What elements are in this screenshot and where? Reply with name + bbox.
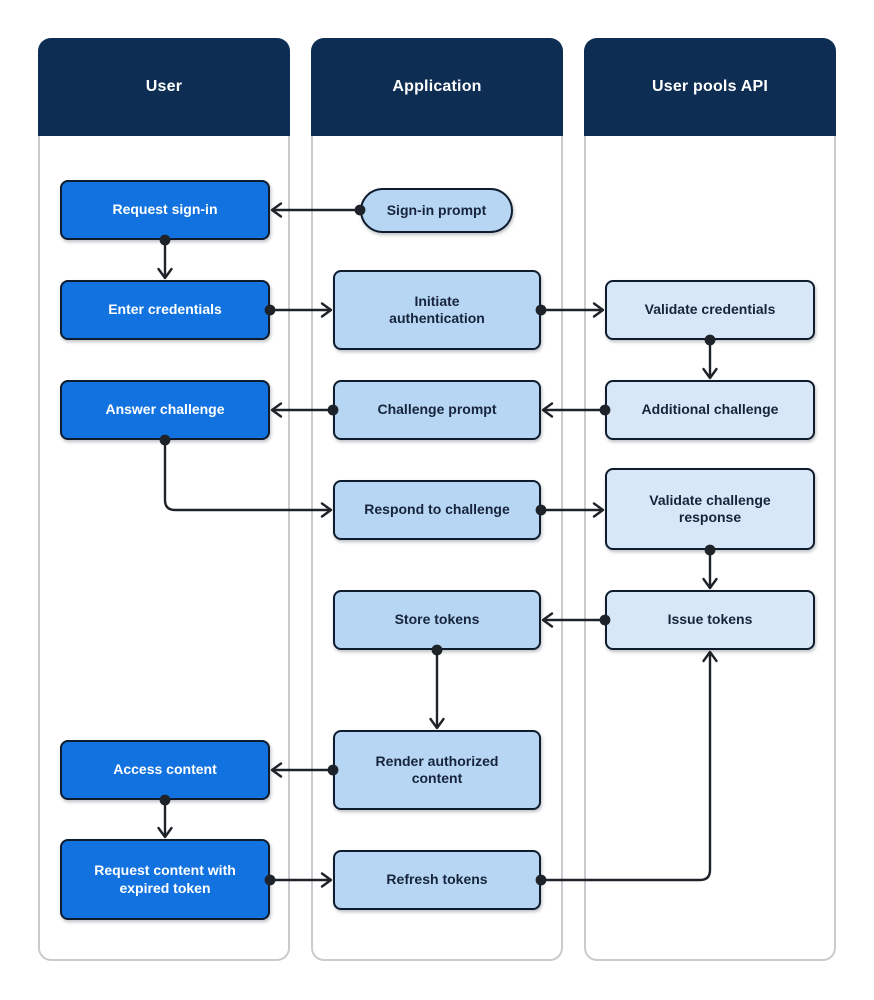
node-label: Challenge prompt: [377, 401, 497, 418]
node-validate-credentials: Validate credentials: [605, 280, 815, 340]
node-label: Store tokens: [394, 611, 480, 628]
node-label: Respond to challenge: [364, 501, 510, 518]
node-refresh-tokens: Refresh tokens: [333, 850, 541, 910]
lane-header-user: User: [38, 38, 290, 136]
node-label: Validate challenge response: [649, 491, 771, 526]
lane-body-user: [38, 136, 290, 961]
node-label: Validate credentials: [644, 301, 776, 318]
node-label: Sign-in prompt: [386, 201, 487, 218]
node-label: Enter credentials: [108, 301, 222, 318]
node-label: Additional challenge: [641, 401, 779, 418]
node-label: Answer challenge: [105, 401, 225, 418]
lane-header-user-pools-api: User pools API: [584, 38, 836, 136]
node-label: Access content: [113, 761, 217, 778]
lane-body-application: [311, 136, 563, 961]
lane-user: User: [38, 38, 290, 961]
node-initiate-authentication: Initiate authentication: [333, 270, 541, 350]
lane-header-application: Application: [311, 38, 563, 136]
node-label: Refresh tokens: [386, 871, 488, 888]
node-render-authorized-content: Render authorized content: [333, 730, 541, 810]
node-sign-in-prompt: Sign-in prompt: [360, 188, 513, 233]
node-label: Issue tokens: [667, 611, 753, 628]
node-challenge-prompt: Challenge prompt: [333, 380, 541, 440]
node-additional-challenge: Additional challenge: [605, 380, 815, 440]
node-label: Request content with expired token: [94, 862, 236, 896]
node-enter-credentials: Enter credentials: [60, 280, 270, 340]
node-validate-challenge-response: Validate challenge response: [605, 468, 815, 550]
node-label: Request sign-in: [112, 201, 218, 218]
node-label: Initiate authentication: [389, 292, 485, 327]
node-access-content: Access content: [60, 740, 270, 800]
node-respond-to-challenge: Respond to challenge: [333, 480, 541, 540]
node-request-content-with-expired-token: Request content with expired token: [60, 839, 270, 920]
node-store-tokens: Store tokens: [333, 590, 541, 650]
node-label: Render authorized content: [375, 752, 499, 787]
node-answer-challenge: Answer challenge: [60, 380, 270, 440]
node-request-sign-in: Request sign-in: [60, 180, 270, 240]
node-issue-tokens: Issue tokens: [605, 590, 815, 650]
